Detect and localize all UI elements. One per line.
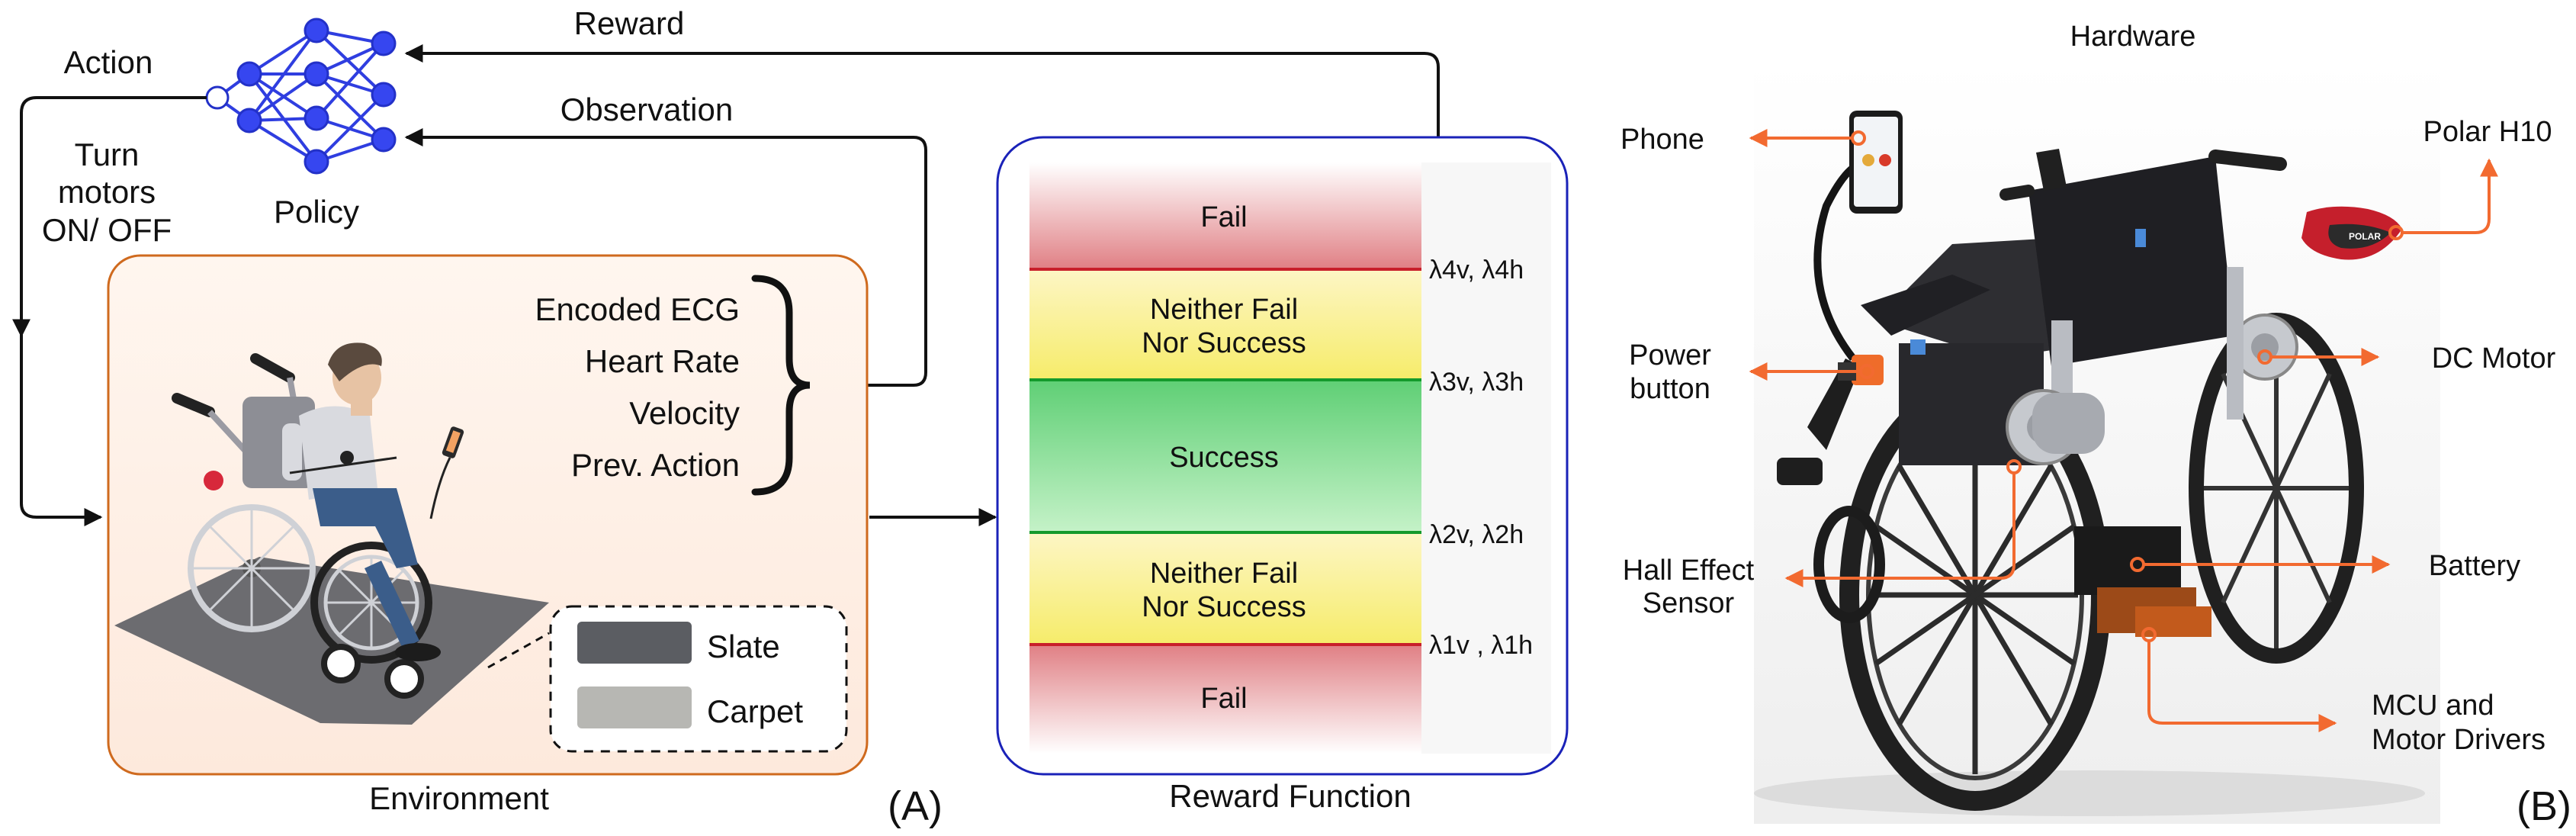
mcu-callout-arrow — [2147, 641, 2337, 732]
zone-fail-bottom-label: Fail — [1200, 683, 1247, 715]
observation-arrow — [404, 128, 927, 387]
dc-motor-label: DC Motor — [2432, 342, 2556, 375]
turn-motors-line-2: motors — [58, 174, 156, 210]
reward-function-title: Reward Function — [1169, 778, 1411, 814]
curly-brace — [751, 275, 811, 496]
zone-neither-top — [1029, 269, 1421, 380]
zone-neither-top-label-1: Neither Fail — [1150, 294, 1298, 326]
policy-label: Policy — [274, 194, 359, 230]
mcu-label-2: Motor Drivers — [2372, 724, 2545, 756]
zone-neither-bottom — [1029, 532, 1421, 645]
wheelchair-photo — [1754, 111, 2425, 816]
panel-a-label: (A) — [888, 783, 943, 829]
polar-logo-text: POLAR — [2349, 231, 2381, 242]
zone-fail-top — [1029, 162, 1421, 269]
wheelchair-user-illustration — [172, 342, 464, 699]
turn-motors-line-3: ON/ OFF — [42, 212, 172, 248]
zone-success — [1029, 380, 1421, 532]
zone-neither-top-label-2: Nor Success — [1142, 327, 1306, 359]
power-button-label-2: button — [1630, 373, 1710, 405]
hall-sensor-callout-arrow — [1784, 473, 2016, 587]
battery-label: Battery — [2429, 550, 2520, 582]
power-button-label-1: Power — [1629, 339, 1711, 371]
polar-label: Polar H10 — [2423, 116, 2552, 148]
reward-label: Reward — [574, 5, 685, 41]
carpet-label: Carpet — [707, 693, 803, 729]
threshold-column — [1421, 162, 1551, 754]
threshold-label-1: λ1v , λ1h — [1429, 631, 1533, 660]
slate-swatch — [577, 622, 692, 664]
surface-pointer — [487, 632, 550, 669]
slate-label: Slate — [707, 629, 780, 664]
carpet-swatch — [577, 686, 692, 728]
turn-motors-line-1: Turn — [75, 137, 140, 172]
zone-fail-bottom — [1029, 645, 1421, 754]
environment-label: Environment — [369, 780, 549, 816]
reward-arrow — [404, 44, 1440, 137]
zone-neither-bottom-label-1: Neither Fail — [1150, 558, 1298, 590]
hall-sensor-label-1: Hall Effect — [1623, 555, 1755, 587]
hardware-title: Hardware — [2070, 21, 2196, 53]
policy-network-icon — [205, 18, 397, 175]
obs-velocity: Velocity — [629, 395, 740, 431]
obs-heart-rate: Heart Rate — [585, 343, 740, 379]
obs-encoded-ecg: Encoded ECG — [535, 291, 740, 327]
polar-callout-arrow — [2402, 158, 2498, 234]
threshold-label-3: λ3v, λ3h — [1429, 368, 1524, 397]
threshold-label-2: λ2v, λ2h — [1429, 520, 1524, 549]
zone-success-label: Success — [1169, 442, 1279, 474]
mcu-label-1: MCU and — [2372, 690, 2494, 722]
zone-neither-bottom-label-2: Nor Success — [1142, 591, 1306, 623]
panel-b-label: (B) — [2517, 783, 2571, 829]
action-label: Action — [64, 44, 153, 80]
zone-fail-top-label: Fail — [1200, 201, 1247, 233]
observation-label: Observation — [560, 92, 733, 127]
obs-prev-action: Prev. Action — [571, 447, 740, 483]
hall-sensor-label-2: Sensor — [1643, 587, 1735, 619]
action-arrow — [12, 96, 207, 338]
phone-label: Phone — [1620, 124, 1704, 156]
action-to-environment-arrow — [20, 336, 103, 526]
threshold-label-4: λ4v, λ4h — [1429, 256, 1524, 285]
polar-h10-strap: POLAR — [2301, 206, 2402, 260]
